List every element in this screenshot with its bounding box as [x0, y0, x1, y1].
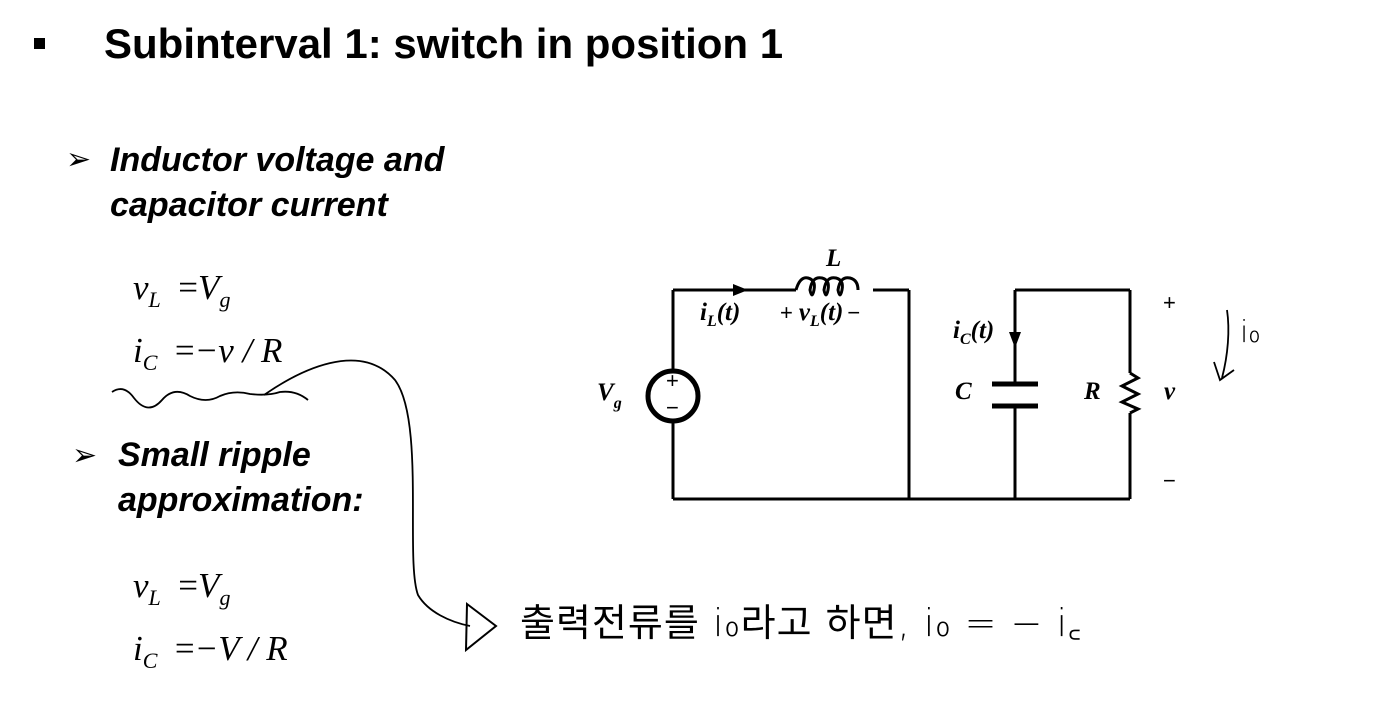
handwritten-connector: [263, 359, 471, 627]
voltage-source-symbol: [645, 368, 701, 424]
ic-label: iC(t): [953, 317, 994, 348]
eq-sub: g: [219, 585, 231, 610]
inductor-symbol: [794, 276, 860, 297]
arrow-bullet-icon: ➢: [66, 143, 92, 176]
current-arrow-icon: [1009, 332, 1021, 348]
eq-rhs: −v / R: [194, 331, 283, 370]
handwritten-underline: [111, 388, 309, 409]
il-label: iL(t): [700, 299, 740, 330]
arrow-bullet-icon: ➢: [72, 439, 98, 472]
title-bullet: [34, 38, 45, 49]
section1-heading: Inductor voltage and capacitor current: [110, 138, 444, 228]
equals-sign: =: [169, 268, 199, 307]
capacitor-label: C: [955, 378, 972, 405]
equation-ic-2: iC =−V / R: [133, 631, 288, 672]
equation-vl-vg-1: vL =Vg: [133, 270, 230, 311]
equation-ic-1: iC =−v / R: [133, 333, 282, 374]
section2-heading-line1: Small ripple: [118, 436, 311, 474]
section2-heading: Small ripple approximation:: [118, 433, 364, 523]
vl-label: +vL(t)−: [780, 299, 860, 330]
handwritten-arrowhead-icon: [464, 602, 498, 653]
equals-sign: =: [166, 331, 195, 370]
eq-var: v: [133, 268, 149, 307]
output-voltage-label: v: [1164, 378, 1176, 405]
vg-label: Vg: [597, 379, 622, 412]
source-plus-sign: +: [666, 368, 679, 393]
eq-var: V: [198, 268, 220, 307]
eq-sub: C: [142, 648, 158, 673]
source-minus-sign: −: [666, 395, 679, 420]
equals-sign: =: [169, 566, 199, 605]
handwritten-down-arrow-icon: [1213, 309, 1235, 382]
section1-heading-line1: Inductor voltage and: [110, 141, 445, 179]
eq-var: i: [133, 331, 143, 370]
output-minus-sign: −: [1163, 468, 1176, 493]
handwritten-note: 출력전류를 i₀라고 하면, i₀ = − i꜀: [520, 601, 1083, 645]
resistor-symbol: [1118, 371, 1142, 415]
equation-vl-vg-2: vL =Vg: [133, 568, 230, 609]
slide-title: Subinterval 1: switch in position 1: [104, 20, 784, 67]
circuit-wires: [671, 288, 1132, 501]
handwritten-io-label: i₀: [1240, 315, 1261, 350]
section1-heading-line2: capacitor current: [110, 186, 388, 224]
resistor-label: R: [1083, 378, 1101, 405]
output-plus-sign: +: [1163, 290, 1176, 315]
eq-var: V: [198, 566, 220, 605]
eq-var: i: [133, 629, 143, 668]
eq-sub: L: [148, 287, 161, 312]
equals-sign: =: [166, 629, 195, 668]
section2-heading-line2: approximation:: [118, 481, 364, 519]
eq-sub: C: [142, 350, 158, 375]
eq-rhs: −V / R: [194, 629, 288, 668]
eq-var: v: [133, 566, 149, 605]
current-arrow-icon: [733, 284, 748, 296]
inductor-label: L: [825, 245, 841, 272]
eq-sub: L: [148, 585, 161, 610]
eq-sub: g: [219, 287, 231, 312]
